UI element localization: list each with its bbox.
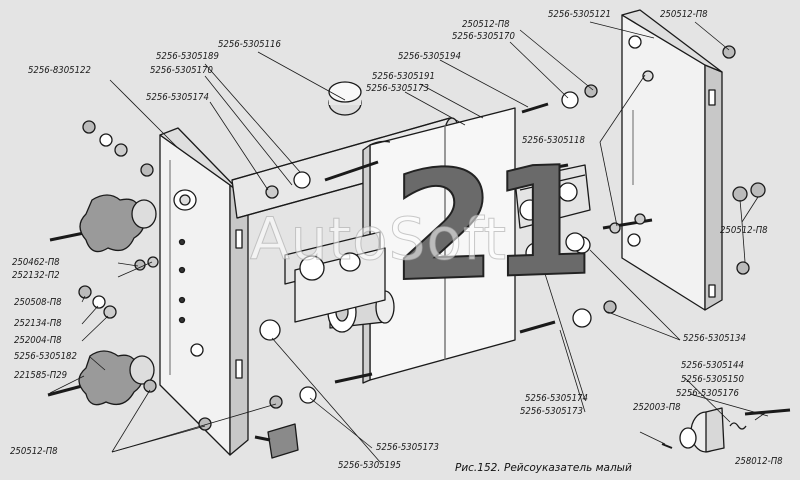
part-label: 5256-5305134 (683, 333, 746, 344)
part-label: 252134-П8 (14, 318, 62, 329)
part-label: 250462-П8 (12, 257, 60, 268)
part-label: 250512-П8 (720, 225, 768, 236)
bushing (328, 81, 362, 116)
watermark: AutoSoft (249, 205, 508, 274)
part-label: 5256-5305116 (218, 39, 281, 50)
right-mounting-plate (621, 9, 723, 311)
part-label: 5256-5305195 (338, 460, 401, 471)
part-label: 5256-5305170 (452, 31, 515, 42)
part-label: 252003-П8 (633, 402, 681, 413)
part-label: 250508-П8 (14, 297, 62, 308)
left-mounting-plate (159, 127, 249, 456)
part-label: 5256-5305176 (676, 388, 739, 399)
part-label: 5256-5305194 (398, 51, 461, 62)
small-handle (254, 423, 299, 459)
part-label: 5256-5305144 (681, 360, 744, 371)
part-label: 250512-П8 (10, 446, 58, 457)
plate-screw (173, 189, 197, 211)
part-label: 252004-П8 (14, 335, 62, 346)
star-knob (78, 194, 157, 406)
pin-assembly (661, 407, 747, 453)
part-label: 5256-5305170 (150, 65, 213, 76)
part-label: 5256-5305174 (146, 92, 209, 103)
part-label: 5256-5305182 (14, 351, 77, 362)
part-label: 250512-П8 (660, 9, 708, 20)
part-label: 258012-П8 (735, 456, 783, 467)
part-label: 5256-5305118 (522, 135, 585, 146)
right-lamp-tube (514, 164, 591, 229)
figure-caption: Рис.152. Рейсоуказатель малый (455, 462, 632, 474)
nut-washer (78, 45, 766, 431)
part-label: 5256-5305173 (520, 406, 583, 417)
part-label: 221585-П29 (14, 370, 68, 381)
lamp-bracket (284, 231, 386, 323)
leader-lines (49, 21, 769, 463)
part-label: 5256-5305191 (372, 71, 435, 82)
part-label: 5256-5305121 (548, 9, 611, 20)
part-label: 5256-5305189 (156, 51, 219, 62)
part-label: 5256-5305174 (525, 393, 588, 404)
part-label: 250512-П8 (462, 19, 510, 30)
part-label: 5256-5305173 (366, 83, 429, 94)
part-label: 252132-П2 (12, 270, 60, 281)
part-label: 5256-5305173 (376, 442, 439, 453)
part-label: 5256-5305150 (681, 374, 744, 385)
part-label: 5256-8305122 (28, 65, 91, 76)
